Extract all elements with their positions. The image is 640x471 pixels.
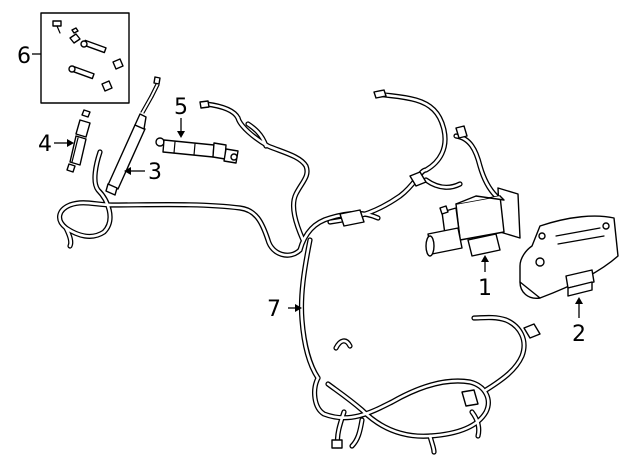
bolt-icon [80,39,107,54]
clip-icon [112,58,124,70]
connector-icon [199,100,210,109]
clip-icon [69,27,81,44]
connector-icon [455,125,468,139]
hardware-kit-frame [40,12,130,104]
screw-icon [52,20,62,34]
part-7-wiring-harness [57,89,541,455]
bolt-icon [68,65,95,80]
part-1-pump-motor [425,187,521,257]
part-2-control-module [519,215,619,299]
callout-1: 1 [478,276,492,301]
callout-leaders [32,53,583,318]
connector-icon [523,323,541,339]
part-4-actuator [66,109,91,173]
part-6-hardware-kit [40,12,130,104]
connector-icon [331,439,343,449]
part-3-gas-strut [105,76,161,196]
callout-7: 7 [267,297,281,322]
callout-4: 4 [38,132,52,157]
connector-icon [339,209,365,227]
callout-5: 5 [174,95,188,120]
part-5-latch-actuator [155,137,239,164]
callout-2: 2 [572,322,586,347]
connector-icon [461,389,479,407]
connector-icon [409,171,427,187]
callout-3: 3 [148,160,162,185]
callout-6: 6 [17,44,31,69]
clip-icon [101,80,113,92]
connector-icon [373,89,387,99]
